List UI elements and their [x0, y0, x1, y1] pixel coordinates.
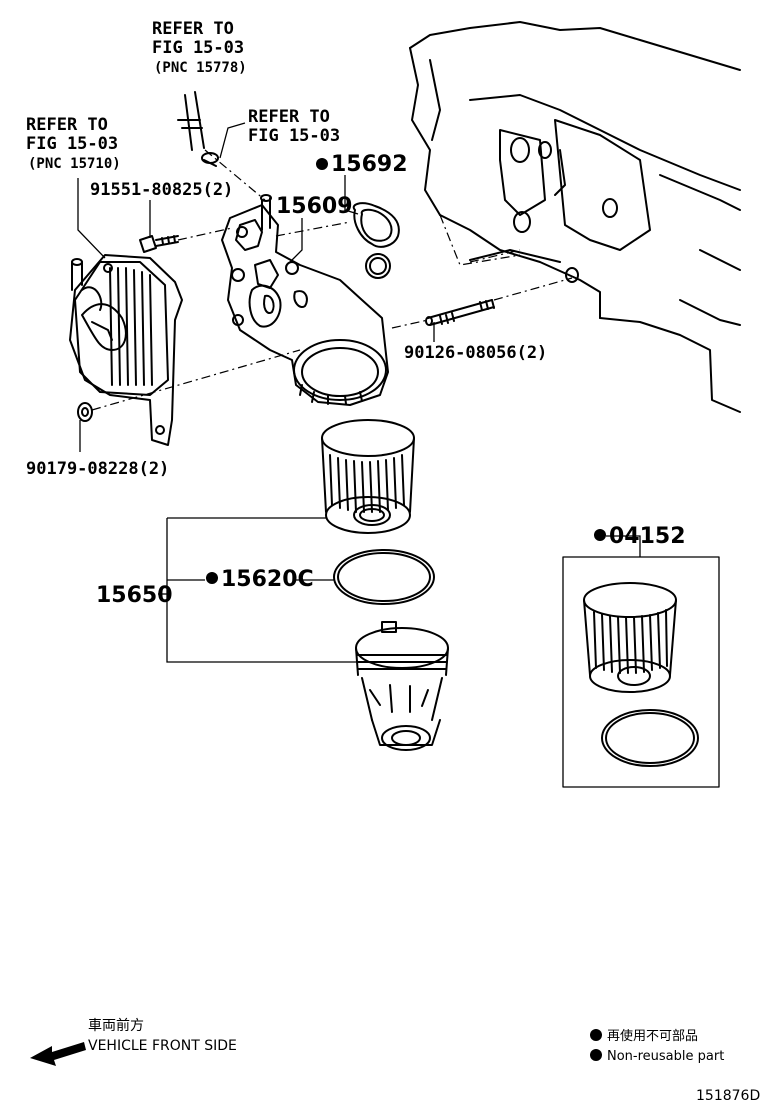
o-ring	[333, 549, 435, 605]
oring-label: 15620C	[221, 567, 314, 592]
filter-element	[321, 419, 415, 534]
filter-housing	[221, 194, 389, 406]
nonreusable-dot-element	[594, 529, 606, 541]
front-en: VEHICLE FRONT SIDE	[88, 1038, 237, 1054]
nonreuse-en: Non-reusable part	[607, 1049, 724, 1064]
front-jp: 車両前方	[88, 1017, 144, 1034]
callouts: REFER TO FIG 15-03 (PNC 15778) REFER TO …	[26, 19, 686, 608]
hose-fitting	[177, 91, 219, 167]
filter-cap	[355, 621, 449, 751]
nonreusable-dot-gasket	[316, 158, 328, 170]
replacement-element	[562, 556, 720, 788]
bolt-label: 91551-80825(2)	[90, 180, 233, 200]
oil-cooler	[69, 254, 183, 446]
nonreusable-dot-oring	[206, 572, 218, 584]
gasket-label: 15692	[331, 152, 408, 177]
ref1-line1: REFER TO	[152, 19, 234, 39]
nonreuse-jp: 再使用不可部品	[607, 1028, 698, 1044]
ref2-line1: REFER TO	[248, 107, 330, 127]
stud-label: 90126-08056(2)	[404, 343, 547, 363]
nonreuse-legend: 再使用不可部品 Non-reusable part	[590, 1028, 724, 1064]
front-arrow-icon	[30, 1042, 86, 1066]
ref3-line2: FIG 15-03	[26, 134, 118, 154]
guide-lines	[91, 149, 573, 411]
ref1-line2: FIG 15-03	[152, 38, 244, 58]
nonreusable-dot-legend-2	[590, 1049, 602, 1061]
nonreusable-dot-legend-1	[590, 1029, 602, 1041]
engine-block	[409, 21, 741, 413]
plug-label: 90179-08228(2)	[26, 459, 169, 479]
housing-label: 15609	[276, 194, 353, 219]
ref3-line1: REFER TO	[26, 115, 108, 135]
gasket	[352, 202, 400, 279]
assy-label: 15650	[96, 583, 173, 608]
figure-id: 151876D	[696, 1088, 760, 1104]
ref2-line2: FIG 15-03	[248, 126, 340, 146]
bolt	[139, 235, 179, 253]
leader-lines	[77, 122, 641, 663]
ref1-line3: (PNC 15778)	[154, 60, 247, 76]
front-legend: 車両前方 VEHICLE FRONT SIDE	[30, 1017, 237, 1066]
plug	[77, 402, 93, 422]
stud	[425, 299, 495, 326]
ref3-line3: (PNC 15710)	[28, 156, 121, 172]
element-label: 04152	[609, 524, 686, 549]
